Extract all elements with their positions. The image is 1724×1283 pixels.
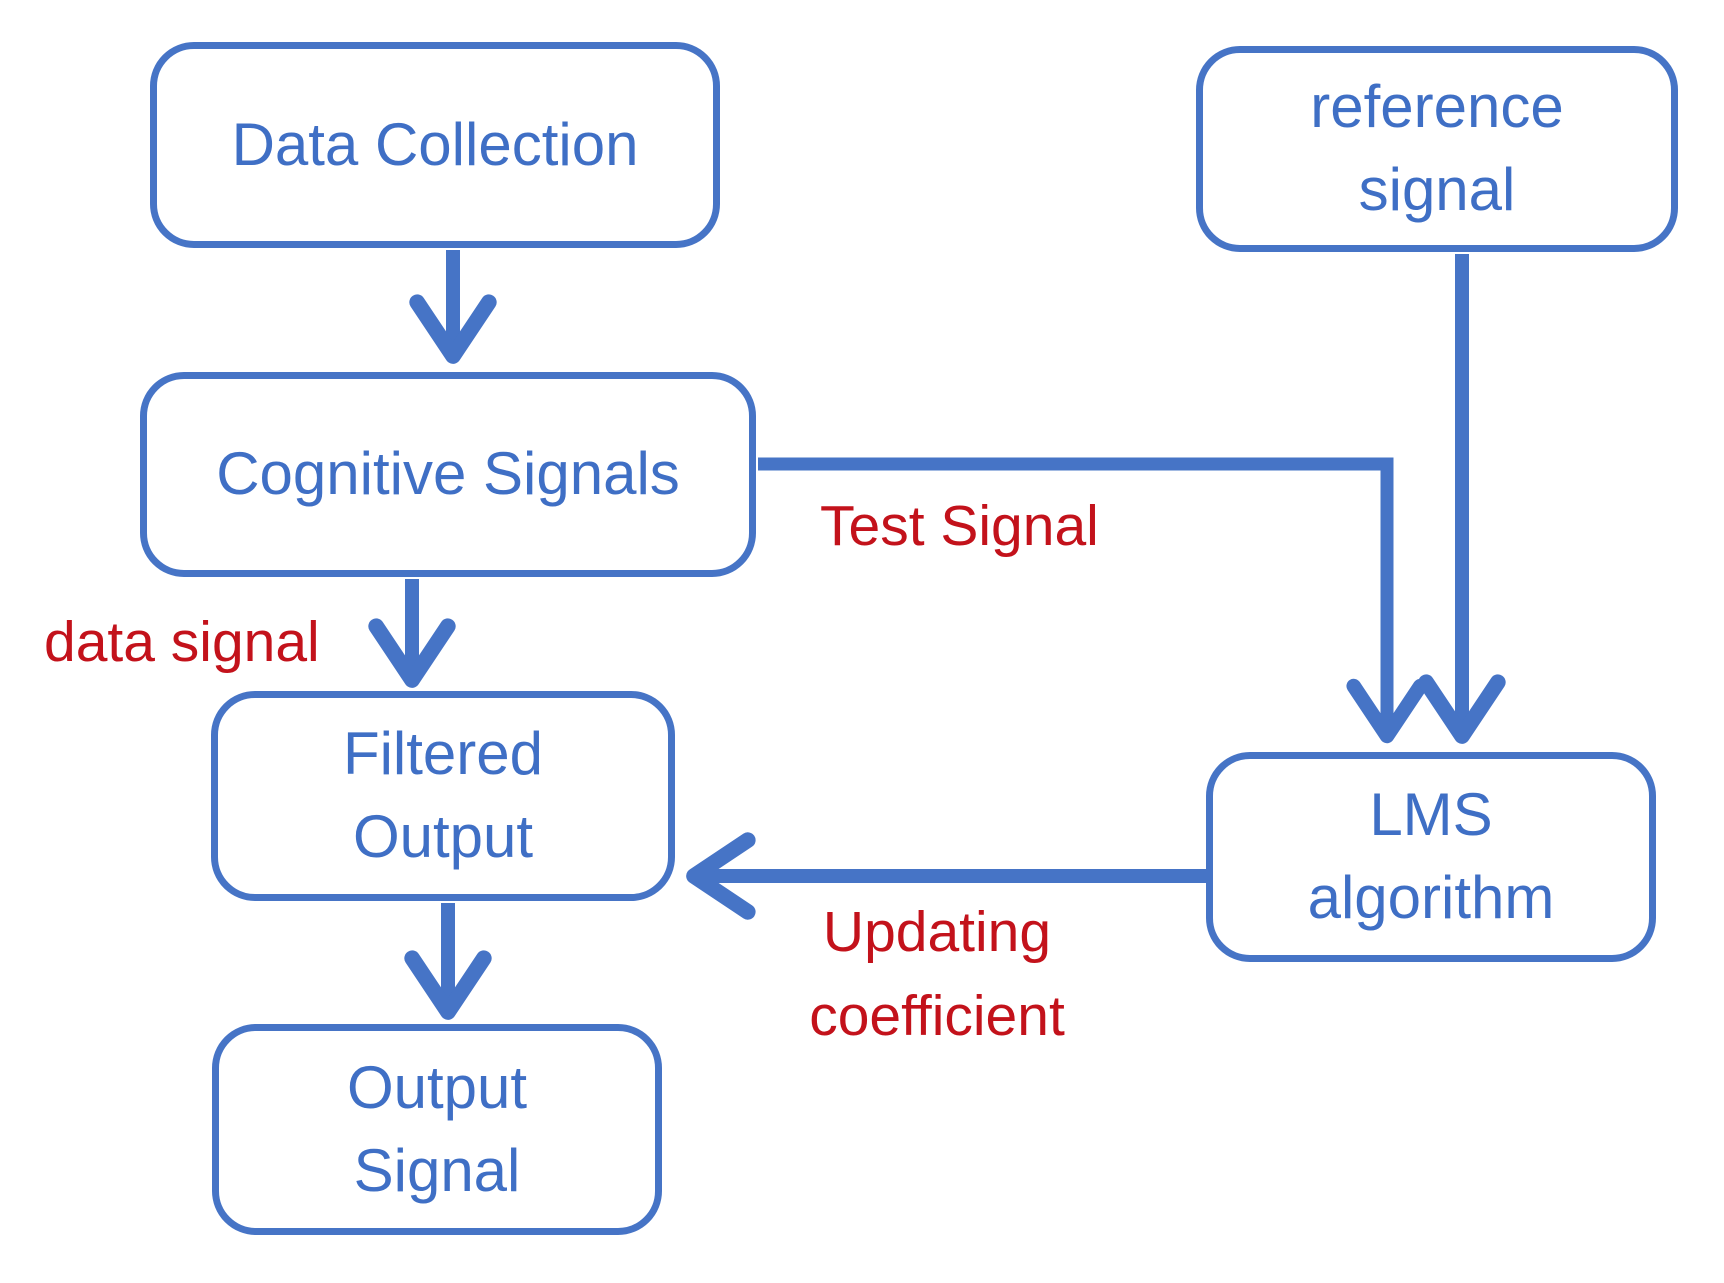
node-cognitive-signals-label: Cognitive Signals: [216, 440, 680, 508]
edge-label-updating-coefficient: Updating coefficient: [809, 900, 1065, 1049]
node-filtered-output: Filtered Output: [211, 691, 675, 901]
edge-label-test-signal: Test Signal: [820, 494, 1099, 558]
node-reference-signal-label: reference signal: [1310, 73, 1564, 223]
edge-label-data-signal: data signal: [44, 610, 320, 674]
node-lms-algorithm-label: LMS algorithm: [1307, 781, 1555, 931]
node-output-signal-label: Output Signal: [346, 1053, 528, 1204]
node-data-collection: Data Collection: [150, 42, 720, 248]
node-data-collection-label: Data Collection: [231, 110, 639, 178]
node-lms-algorithm: LMS algorithm: [1206, 752, 1656, 962]
node-filtered-output-label: Filtered Output: [342, 720, 544, 870]
edge-cognitive-signals-to-lms-algorithm: [758, 457, 1428, 744]
node-reference-signal: reference signal: [1196, 46, 1678, 252]
node-cognitive-signals: Cognitive Signals: [140, 372, 756, 577]
node-output-signal: Output Signal: [212, 1024, 662, 1235]
